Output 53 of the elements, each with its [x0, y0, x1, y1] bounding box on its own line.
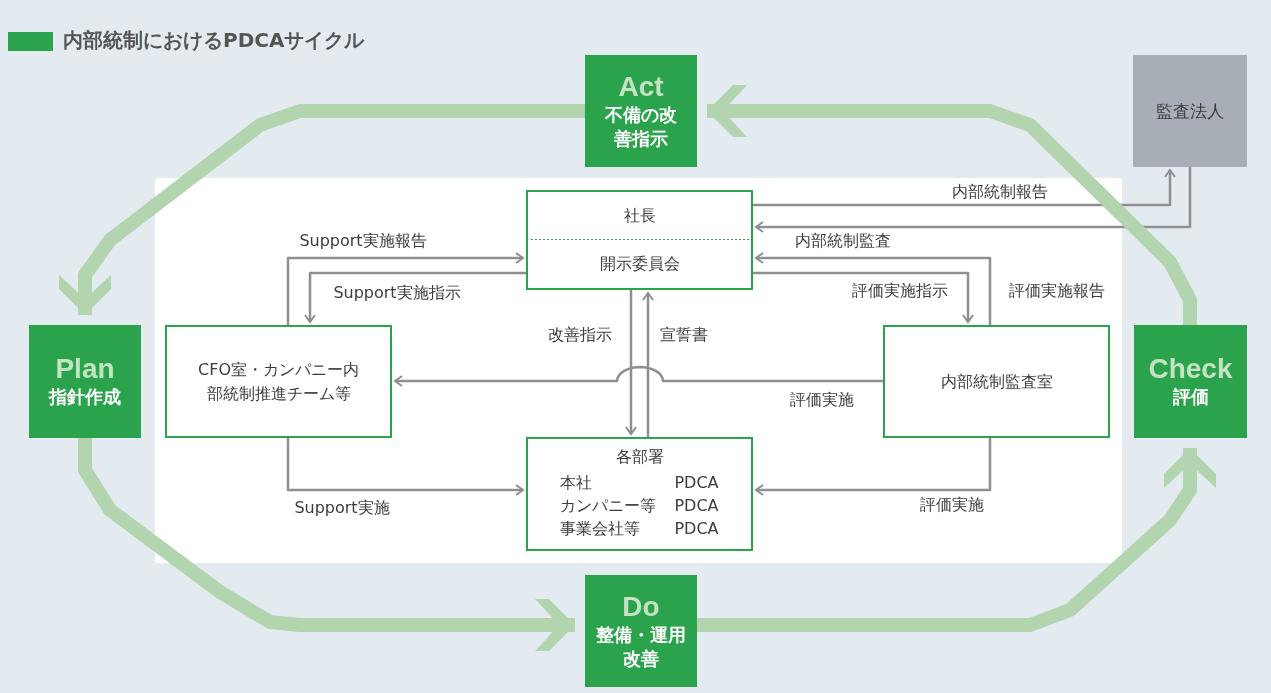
- arrow: [755, 252, 992, 325]
- edge-label: 改善指示: [546, 325, 614, 345]
- node-label: 監査法人: [1156, 99, 1224, 123]
- phase-title: Act: [618, 70, 664, 103]
- arrow: [286, 438, 524, 496]
- arrow: [625, 290, 637, 435]
- edge-label: 内部統制報告: [950, 182, 1050, 202]
- edge-label: Support実施: [292, 498, 392, 518]
- arrow: [753, 169, 1176, 207]
- phase-title: Plan: [55, 353, 115, 386]
- unit-name: 本社: [560, 472, 594, 494]
- organization-box: [1133, 55, 1247, 167]
- edge-label: 宣誓書: [658, 325, 710, 345]
- edge-label: 評価実施指示: [850, 281, 950, 301]
- node-label: 内部統制監査室: [940, 370, 1053, 393]
- edge-label: Support実施報告: [297, 231, 429, 251]
- phase-box: [29, 325, 141, 438]
- arrow: [642, 292, 654, 437]
- committee-box: [526, 240, 753, 290]
- unit-name: カンパニー等: [560, 495, 657, 518]
- pdca-label: PDCA: [674, 495, 719, 518]
- phase-description: 指針作成: [47, 385, 122, 410]
- arrow: [394, 365, 883, 387]
- node-label: 開示委員会: [599, 253, 680, 275]
- phase-title: Check: [1148, 353, 1233, 386]
- node-label: 社長: [623, 204, 656, 227]
- arrow: [755, 438, 992, 496]
- role-box: [526, 190, 753, 241]
- phase-title: Do: [622, 590, 660, 623]
- department-box: [526, 437, 753, 551]
- node-label: CFO室・カンパニー内部統制推進チーム等: [197, 358, 360, 405]
- phase-box: [1134, 325, 1247, 438]
- title: 内部統制におけるPDCAサイクル: [63, 27, 365, 54]
- department-box: [883, 325, 1110, 438]
- unit-name: 事業会社等: [560, 518, 642, 541]
- phase-description: 評価: [1171, 385, 1210, 410]
- phase-box: [585, 575, 697, 687]
- edge-label: Support実施指示: [331, 283, 463, 303]
- phase-description: 不備の改善指示: [605, 102, 677, 152]
- pdca-label: PDCA: [674, 472, 719, 494]
- edge-label: 評価実施報告: [1007, 281, 1107, 301]
- edge-label: 評価実施: [918, 495, 986, 515]
- phase-description: 整備・運用改善: [596, 622, 686, 672]
- phase-box: [585, 55, 697, 167]
- arrow: [286, 252, 524, 325]
- department-box: [165, 325, 392, 438]
- edge-label: 内部統制監査: [793, 231, 893, 251]
- arrow: [753, 271, 974, 323]
- pdca-label: PDCA: [674, 518, 719, 541]
- node-heading: 各部署: [615, 446, 664, 468]
- arrow: [304, 271, 526, 323]
- edge-label: 評価実施: [788, 390, 856, 410]
- arrow: [755, 167, 1192, 233]
